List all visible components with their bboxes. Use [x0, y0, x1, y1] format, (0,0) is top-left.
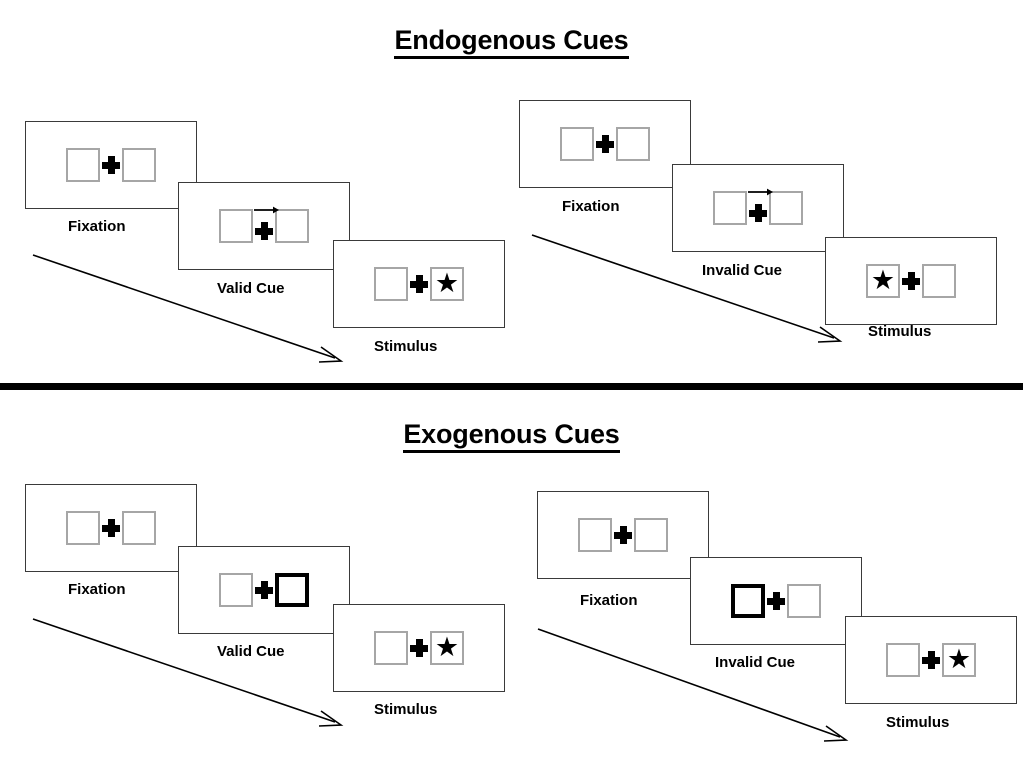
endogenous-invalid-fixation-label: Fixation	[562, 198, 620, 215]
left-box	[560, 127, 594, 161]
fixation-cross-icon	[747, 188, 773, 225]
right-box	[787, 584, 821, 618]
endogenous-title-text: Endogenous Cues	[394, 25, 629, 59]
exogenous-invalid-cue-label: Invalid Cue	[715, 654, 796, 671]
fixation-cross-icon	[253, 573, 275, 607]
star-icon: ★	[870, 264, 896, 295]
exogenous-valid-fixation-panel[interactable]	[25, 484, 197, 572]
exogenous-invalid-fixation-label: Fixation	[580, 592, 638, 609]
left-box-cued	[731, 584, 765, 618]
endogenous-invalid-cue-panel[interactable]	[672, 164, 844, 252]
fixation-cross-icon	[920, 643, 942, 677]
exogenous-valid-stimulus-label: Stimulus	[374, 701, 438, 718]
exogenous-invalid-cue-panel[interactable]	[690, 557, 862, 645]
right-box: ★	[430, 267, 464, 301]
right-box	[634, 518, 668, 552]
exogenous-invalid-stimulus-label: Stimulus	[886, 714, 950, 731]
left-box	[219, 209, 253, 243]
endogenous-valid-stimulus-panel[interactable]: ★	[333, 240, 505, 328]
exogenous-valid-fixation-label: Fixation	[68, 581, 126, 598]
exogenous-title-text: Exogenous Cues	[403, 419, 620, 453]
left-box	[66, 511, 100, 545]
star-icon: ★	[434, 631, 460, 662]
left-box	[886, 643, 920, 677]
endogenous-valid-fixation-panel[interactable]	[25, 121, 197, 209]
endogenous-valid-cue-label: Valid Cue	[217, 280, 285, 297]
star-icon: ★	[434, 267, 460, 298]
endogenous-invalid-stimulus-label: Stimulus	[868, 323, 932, 340]
left-box	[66, 148, 100, 182]
left-box	[374, 267, 408, 301]
endogenous-valid-stimulus-label: Stimulus	[374, 338, 438, 355]
exogenous-invalid-stimulus-panel[interactable]: ★	[845, 616, 1017, 704]
fixation-cross-icon	[253, 206, 279, 243]
left-box	[219, 573, 253, 607]
fixation-cross-icon	[100, 148, 122, 182]
right-box	[922, 264, 956, 298]
right-box	[616, 127, 650, 161]
endogenous-section-title: Endogenous Cues	[0, 25, 1023, 59]
left-box	[374, 631, 408, 665]
exogenous-section-title: Exogenous Cues	[0, 419, 1023, 453]
right-box	[122, 511, 156, 545]
right-box: ★	[430, 631, 464, 665]
endogenous-invalid-cue-label: Invalid Cue	[702, 262, 783, 279]
fixation-cross-icon	[765, 584, 787, 618]
exogenous-valid-cue-label: Valid Cue	[217, 643, 285, 660]
left-box	[713, 191, 747, 225]
left-box: ★	[866, 264, 900, 298]
fixation-cross-icon	[900, 264, 922, 298]
star-icon: ★	[946, 643, 972, 674]
right-box	[122, 148, 156, 182]
fixation-cross-icon	[594, 127, 616, 161]
endogenous-invalid-stimulus-panel[interactable]: ★	[825, 237, 997, 325]
right-box	[275, 209, 309, 243]
exogenous-valid-stimulus-panel[interactable]: ★	[333, 604, 505, 692]
section-divider	[0, 383, 1023, 390]
fixation-cross-icon	[408, 631, 430, 665]
right-box: ★	[942, 643, 976, 677]
endogenous-invalid-fixation-panel[interactable]	[519, 100, 691, 188]
fixation-cross-icon	[408, 267, 430, 301]
exogenous-invalid-fixation-panel[interactable]	[537, 491, 709, 579]
endogenous-valid-fixation-label: Fixation	[68, 218, 126, 235]
right-box	[769, 191, 803, 225]
right-box-cued	[275, 573, 309, 607]
exogenous-valid-cue-panel[interactable]	[178, 546, 350, 634]
endogenous-valid-cue-panel[interactable]	[178, 182, 350, 270]
fixation-cross-icon	[612, 518, 634, 552]
fixation-cross-icon	[100, 511, 122, 545]
left-box	[578, 518, 612, 552]
